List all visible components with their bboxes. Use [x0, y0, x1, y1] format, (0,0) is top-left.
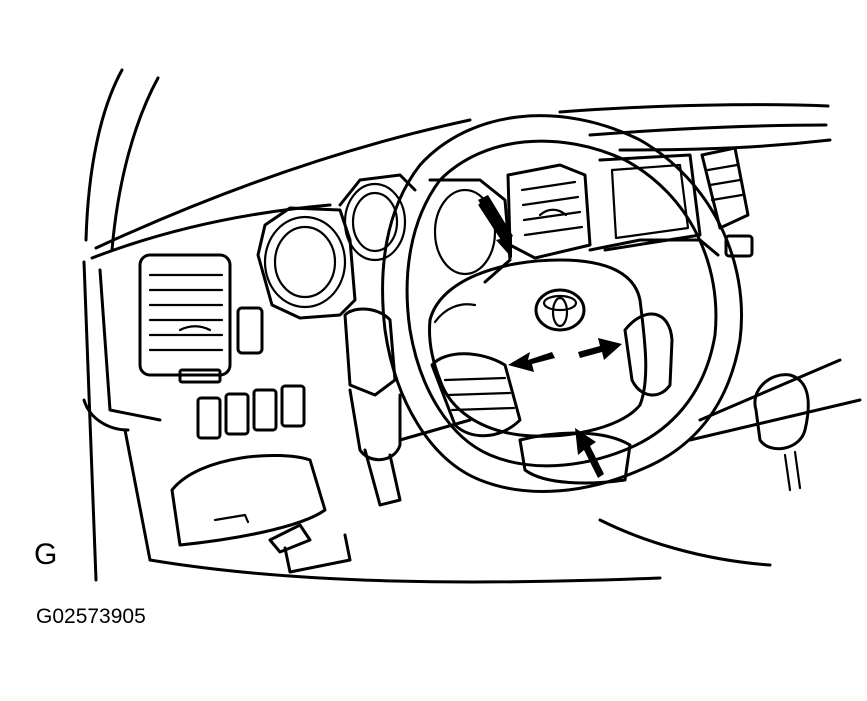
- switch-panel: [196, 384, 306, 440]
- gauge-cluster: [256, 173, 512, 320]
- arrow-left: [508, 352, 555, 372]
- arrow-right: [578, 338, 622, 360]
- toyota-emblem-icon: [534, 288, 586, 332]
- steering-column: [343, 307, 472, 507]
- center-air-vent: [506, 163, 592, 260]
- center-console: [588, 153, 720, 257]
- figure-code: G02573905: [36, 605, 146, 628]
- lower-storage: [170, 453, 352, 574]
- arrow-lower: [575, 428, 604, 478]
- right-air-vent: [700, 146, 754, 258]
- panel-label: G: [34, 538, 58, 571]
- wheel-spokes: [430, 312, 674, 485]
- steering-wheel: [381, 114, 743, 493]
- arrow-upper: [478, 195, 513, 258]
- side-switch: [236, 306, 264, 355]
- left-air-vent: [138, 253, 232, 384]
- dashboard-outline: [82, 138, 862, 584]
- windshield-lines: [84, 68, 830, 252]
- gear-shift: [753, 373, 810, 492]
